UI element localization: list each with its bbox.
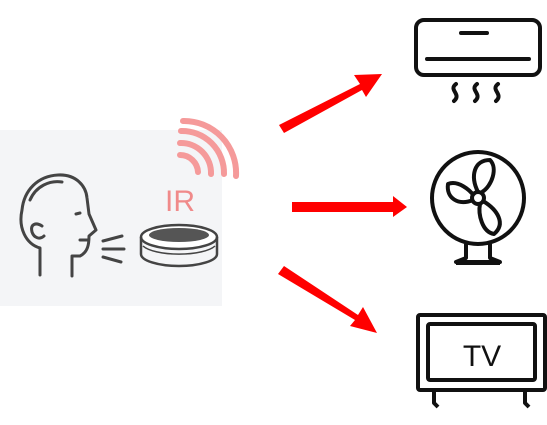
arrow-to-fan — [292, 196, 407, 217]
tv-label: TV — [463, 340, 501, 373]
fan-icon — [430, 150, 526, 265]
ir-hub-icon — [139, 223, 219, 268]
air-conditioner-icon — [414, 18, 542, 103]
person-speaking-icon — [19, 173, 126, 278]
arrow-to-ac — [279, 74, 382, 133]
ir-label: IR — [165, 185, 195, 218]
tv-icon — [416, 313, 547, 409]
voice-ir-panel — [0, 130, 222, 306]
wifi-signal-icon — [177, 117, 240, 179]
arrow-icon — [278, 74, 407, 333]
arrow-to-tv — [278, 266, 377, 333]
